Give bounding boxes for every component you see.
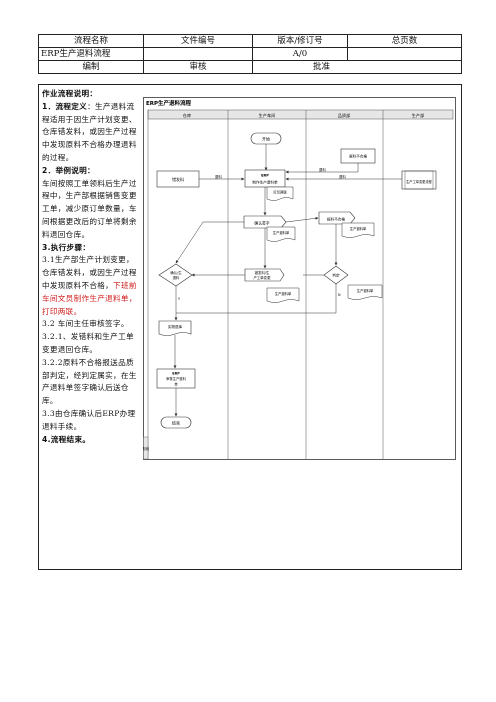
label-wh-y: Y [178, 297, 181, 301]
instructions-title: 作业流程说明： [42, 89, 98, 98]
in-stock-label: 实物退库 [168, 324, 183, 329]
lane-workshop: 生产车间 [259, 112, 276, 119]
arrow-sign-wh [175, 221, 204, 264]
end-node [160, 416, 192, 429]
step-3-1-text: 3.1生产部生产计划变更，仓库错发料，或因生产过程中发现原料不合格， [42, 255, 137, 290]
lane-production: 生产部 [412, 112, 425, 119]
raw-bad-label: 原料不合格 [349, 154, 367, 159]
header-col-version: 版本/修订号 [252, 34, 348, 48]
content-frame [38, 84, 462, 570]
step-3-2-1: 3.2.1、发错料和生产工单变更退回仓库。 [42, 332, 134, 354]
erp-audit-label: 审核生产退料 [166, 376, 186, 381]
erp-make-label: 制作生产退料单 [252, 180, 278, 185]
sign-node [243, 215, 287, 229]
label-judge-n: N [338, 293, 341, 297]
sheet-doc-2-label: 生产退料单 [350, 226, 367, 231]
side-label: 阶段 [143, 446, 150, 451]
change-label-2: 产工单变更 [254, 275, 272, 280]
header-table: 流程名称 文件编号 版本/修订号 总页数 ERP生产退料流程 A/0 编制 审核… [38, 34, 462, 74]
sheet-doc-3-label: 生产退料单 [275, 291, 292, 296]
label-return-2: 退料 [319, 167, 326, 172]
section-4-head: 4.流程结束。 [42, 434, 91, 444]
report-bad-node [318, 211, 356, 225]
print-doc [266, 186, 294, 201]
erp-audit-tag: ERP [172, 372, 180, 376]
section-1: 1．流程定义：生产退料流程适用于因生产计划变更、仓库错发料，或因生产过程中发现原… [42, 101, 138, 165]
wh-confirm-node [158, 263, 193, 287]
judge-label: 判定 [332, 273, 340, 278]
flow-name-value: ERP生产退料流程 [38, 47, 144, 61]
section-2-text: 车间按照工单领料后生产过程中，生产部根据销售变更工单，减少原订单数量，车间根据更… [42, 178, 137, 239]
label-prepared: 编制 [38, 60, 144, 74]
report-bad-label: 报料不合格 [327, 216, 345, 221]
sheet-doc-3 [266, 287, 300, 303]
label-review: 审核 [143, 60, 253, 74]
judge-node [323, 265, 349, 285]
lane-header-band [147, 109, 454, 120]
wrong-issue-label: 错发料 [172, 176, 184, 182]
erp-audit-label-2: 单 [174, 382, 178, 387]
end-label: 结束 [172, 419, 180, 425]
instructions-panel: 作业流程说明： 1．流程定义：生产退料流程适用于因生产计划变更、仓库错发料，或因… [42, 88, 138, 446]
wo-change-label: 生产工单变更流程 [406, 179, 432, 184]
file-no-value [143, 47, 253, 61]
header-col-pages: 总页数 [347, 34, 462, 48]
flowchart: ERP生产退料流程 阶段 仓库 生产车间 品质部 生产部 开始 错发料 退料 E… [143, 97, 456, 460]
start-label: 开始 [262, 135, 270, 141]
print-label: 打印两联 [273, 190, 287, 195]
in-stock-node [158, 320, 192, 336]
header-col-file-no: 文件编号 [143, 34, 253, 48]
step-3-1-highlight: 下班前车间文员制作生产退料单，打印两联。 [42, 280, 137, 316]
sign-label: 确认签字 [254, 220, 269, 225]
section-2-head: 2．举例说明： [42, 165, 95, 175]
lane-warehouse: 仓库 [183, 112, 191, 119]
header-col-flow-name: 流程名称 [38, 34, 144, 48]
pages-value [347, 47, 462, 61]
sheet-doc-4 [347, 284, 383, 300]
sheet-doc-1-label: 生产退料单 [273, 230, 290, 235]
wh-confirm-label-1: 确认/生 [170, 270, 182, 275]
section-1-head: 1．流程定义 [42, 101, 88, 111]
side-label-box [143, 436, 149, 460]
sheet-doc-1 [266, 226, 296, 242]
erp-make-tag: ERP [261, 174, 269, 178]
sheet-doc-4-label: 生产退料单 [357, 288, 374, 293]
label-return-1: 退料 [215, 174, 222, 179]
wo-change-inner [404, 170, 434, 190]
step-3-1: 3.1生产部生产计划变更，仓库错发料，或因生产过程中发现原料不合格，下班前车间文… [42, 254, 138, 318]
wh-confirm-label-2: 退料 [173, 275, 180, 280]
lane-quality: 品质部 [338, 112, 351, 119]
section-1-text: ：生产退料流程适用于因生产计划变更、仓库错发料，或因生产过程中发现原料不合格办理… [42, 101, 137, 162]
version-value: A/0 [252, 47, 348, 61]
change-label-1: 错发料/生 [255, 270, 270, 275]
sheet-doc-2 [341, 222, 375, 238]
label-return-3: 退料 [339, 174, 346, 179]
arrow-sign-report [285, 216, 319, 223]
step-3-2-2: 3.2.2原料不合格报送品质部判定，经判定属实，在生产退料单签字确认后送仓库。 [42, 357, 137, 406]
flowchart-frame [143, 97, 456, 460]
change-node [244, 268, 285, 282]
flowchart-title: ERP生产退料流程 [146, 99, 192, 107]
step-3-3: 3.3由仓库确认后ERP办理退料手续。 [42, 408, 136, 431]
section-3-head: 3.执行步骤： [42, 242, 91, 252]
step-3-2: 3.2 车间主任审核签字。 [42, 319, 129, 329]
label-approve: 批准 [252, 60, 462, 74]
